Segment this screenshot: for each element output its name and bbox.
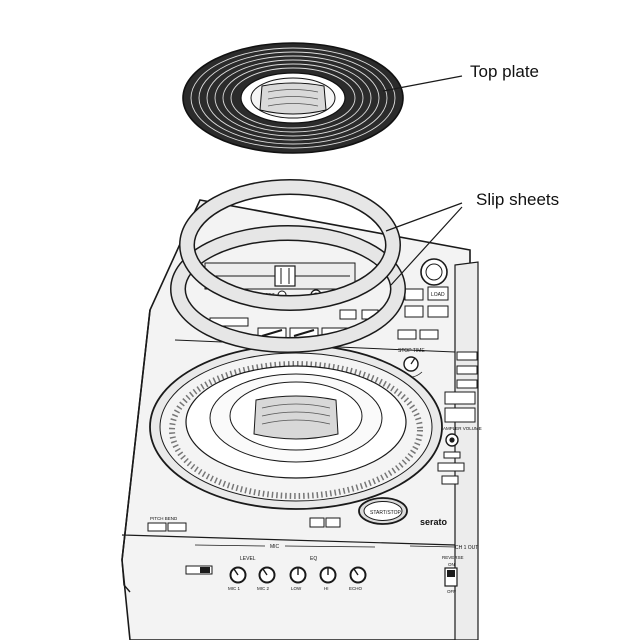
- knob-low[interactable]: [289, 566, 307, 584]
- ch1-out-label: CH 1 OUT: [455, 545, 478, 551]
- slip-sheet-leader-lower: [390, 206, 463, 286]
- mic-switch[interactable]: [185, 565, 213, 575]
- top-plate: [182, 42, 404, 154]
- knob-label: MIC 2: [257, 586, 269, 591]
- start-stop-button[interactable]: START/STOP: [358, 497, 408, 525]
- panel-button[interactable]: [419, 329, 439, 340]
- panel-button[interactable]: [339, 309, 357, 320]
- pitch-bend-plus-button[interactable]: [167, 522, 187, 532]
- load-label: LOAD: [431, 292, 445, 298]
- leader-lines: [382, 75, 463, 286]
- reverse-on-label: ON: [448, 562, 455, 567]
- sampler-volume-label: SAMPLER VOLUME: [440, 426, 482, 431]
- right-controls: LOAD: [339, 258, 449, 340]
- reverse-off-label: OFF: [447, 589, 456, 594]
- panel-button[interactable]: [427, 305, 449, 318]
- knob-mic1[interactable]: [229, 566, 247, 584]
- deck-button[interactable]: [325, 517, 341, 528]
- mixer-panel: MIC LEVEL EQ MIC 1 MIC 2 LOW: [185, 544, 478, 594]
- slip-sheets-callout: Slip sheets: [476, 190, 560, 209]
- eq-label: EQ: [310, 556, 317, 562]
- pitch-bend-buttons: PITCH BEND: [147, 516, 341, 532]
- knob-echo[interactable]: [349, 566, 367, 584]
- top-plate-leader: [382, 75, 463, 92]
- side-strip-controls: [444, 351, 478, 423]
- top-plate-callout: Top plate: [470, 62, 539, 81]
- panel-button[interactable]: [404, 288, 424, 301]
- knob-label: LOW: [291, 586, 302, 591]
- brand-logo: serato: [420, 517, 448, 527]
- pitch-slider-panel: [204, 262, 356, 290]
- start-stop-label: START/STOP: [370, 510, 402, 516]
- load-button[interactable]: [427, 286, 449, 301]
- panel-button[interactable]: [397, 329, 417, 340]
- knob-mic2[interactable]: [258, 566, 276, 584]
- stop-time-label: STOP TIME: [398, 348, 425, 354]
- knob-label: HI: [324, 586, 329, 591]
- slip-sheets: [170, 179, 406, 353]
- reverse-label: REVERSE: [442, 555, 464, 560]
- pitch-bend-minus-button[interactable]: [147, 522, 167, 532]
- slip-sheet-leader-upper: [385, 202, 463, 232]
- pitch-bend-label: PITCH BEND: [150, 516, 178, 521]
- panel-button[interactable]: [404, 305, 424, 318]
- deck-button[interactable]: [309, 517, 325, 528]
- knob-label: ECHO: [349, 586, 363, 591]
- knob-label: MIC 1: [228, 586, 240, 591]
- jog-wheel[interactable]: [149, 344, 443, 510]
- level-label: LEVEL: [240, 556, 256, 562]
- mic-section-label: MIC: [270, 544, 280, 550]
- knob-hi[interactable]: [319, 566, 337, 584]
- sampler-volume-control: SAMPLER VOLUME: [437, 426, 482, 485]
